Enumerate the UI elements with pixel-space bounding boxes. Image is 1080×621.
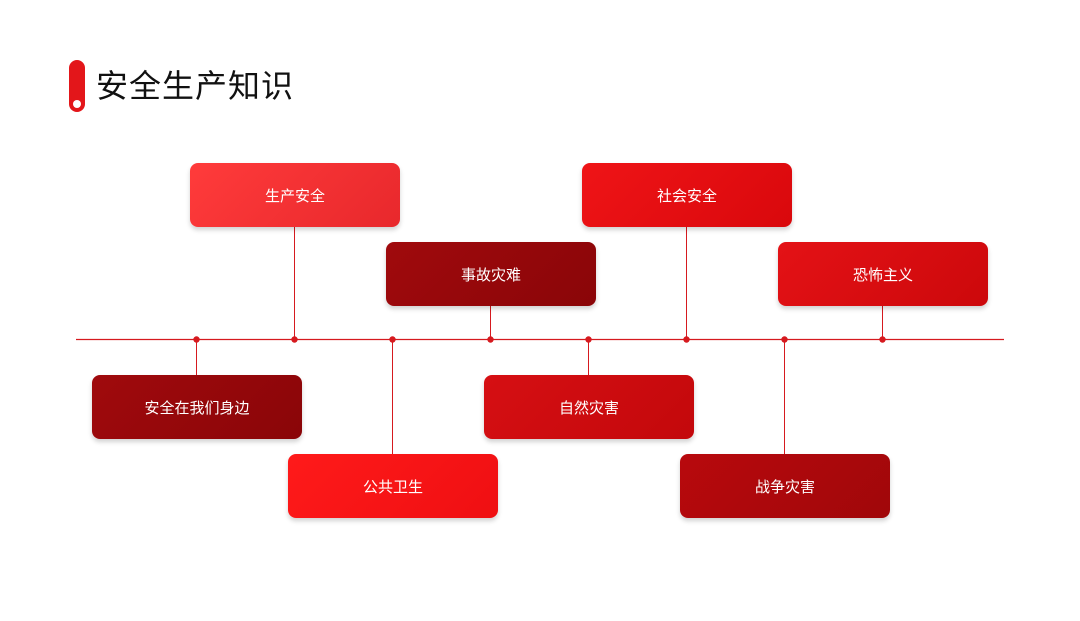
node-war-disaster: 战争灾害 (680, 454, 890, 518)
node-production-safety: 生产安全 (190, 163, 400, 227)
timeline-dot (585, 336, 592, 343)
page-title: 安全生产知识 (96, 67, 295, 105)
timeline-dot (389, 336, 396, 343)
timeline-dot (879, 336, 886, 343)
timeline-dot (683, 336, 690, 343)
node-accident-disaster: 事故灾难 (386, 242, 596, 306)
timeline-dot (291, 336, 298, 343)
timeline-dot (487, 336, 494, 343)
node-safety-around-us: 安全在我们身边 (92, 375, 302, 439)
title-marker-icon (69, 60, 85, 112)
timeline-dot (193, 336, 200, 343)
node-social-safety: 社会安全 (582, 163, 792, 227)
node-terrorism: 恐怖主义 (778, 242, 988, 306)
node-natural-disaster: 自然灾害 (484, 375, 694, 439)
node-public-health: 公共卫生 (288, 454, 498, 518)
timeline-dot (781, 336, 788, 343)
